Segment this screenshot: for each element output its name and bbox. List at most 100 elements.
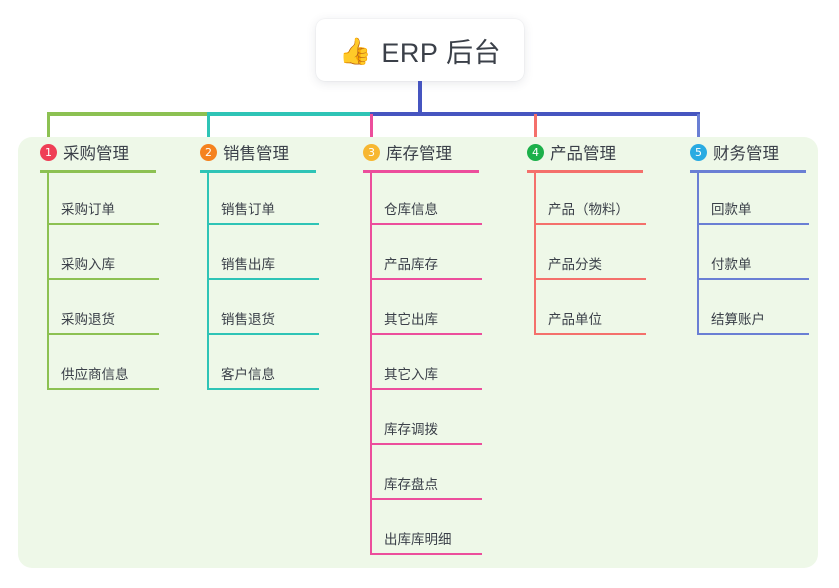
menu-item-label: 采购退货 (61, 312, 115, 327)
column-title: 销售管理 (223, 145, 289, 163)
column-header-rule (363, 170, 479, 173)
column-spine (207, 170, 209, 390)
menu-item[interactable]: 销售出库 (207, 225, 319, 280)
menu-item[interactable]: 仓库信息 (370, 170, 482, 225)
column-header-rule (200, 170, 316, 173)
menu-item-rule (207, 388, 319, 390)
menu-item-label: 付款单 (711, 257, 752, 272)
column-title: 财务管理 (713, 145, 779, 163)
menu-item-rule (207, 223, 319, 225)
menu-item[interactable]: 产品库存 (370, 225, 482, 280)
column-spine (47, 170, 49, 390)
menu-item[interactable]: 出库库明细 (370, 500, 482, 555)
connector-segment-teal (207, 112, 373, 116)
connector-segment-green (47, 112, 210, 116)
menu-item-rule (370, 498, 482, 500)
menu-item-rule (47, 388, 159, 390)
menu-item-rule (47, 333, 159, 335)
menu-item[interactable]: 采购退货 (47, 280, 159, 335)
menu-item-rule (47, 223, 159, 225)
menu-item-rule (370, 443, 482, 445)
column-title: 产品管理 (550, 145, 616, 163)
column-title: 库存管理 (386, 145, 452, 163)
menu-item-label: 产品库存 (384, 257, 438, 272)
menu-item[interactable]: 供应商信息 (47, 335, 159, 390)
menu-item-label: 产品（物料） (548, 202, 629, 217)
menu-item-rule (370, 278, 482, 280)
connector-drop-1 (47, 114, 50, 142)
menu-item-rule (370, 333, 482, 335)
menu-item-rule (370, 223, 482, 225)
menu-item-label: 客户信息 (221, 367, 275, 382)
menu-item-label: 库存调拨 (384, 422, 438, 437)
menu-item-rule (697, 278, 809, 280)
column-number-badge: 4 (527, 143, 544, 161)
column-number-badge: 2 (200, 143, 217, 161)
menu-item-label: 采购订单 (61, 202, 115, 217)
menu-item-label: 销售出库 (221, 257, 275, 272)
connector-drop-4 (534, 114, 537, 142)
menu-item-label: 产品分类 (548, 257, 602, 272)
menu-item-rule (370, 553, 482, 555)
menu-item-rule (47, 278, 159, 280)
column-header-rule (40, 170, 156, 173)
menu-item-rule (207, 278, 319, 280)
menu-item[interactable]: 销售订单 (207, 170, 319, 225)
menu-item-label: 出库库明细 (384, 532, 452, 547)
menu-item[interactable]: 其它入库 (370, 335, 482, 390)
menu-item[interactable]: 回款单 (697, 170, 809, 225)
menu-item[interactable]: 库存盘点 (370, 445, 482, 500)
root-title: ERP 后台 (381, 37, 501, 68)
menu-item-label: 采购入库 (61, 257, 115, 272)
menu-item-rule (534, 278, 646, 280)
root-node[interactable]: 👍 ERP 后台 (316, 19, 524, 81)
menu-item[interactable]: 付款单 (697, 225, 809, 280)
column-5: 5 财务管理回款单付款单结算账户 (690, 137, 839, 335)
menu-item[interactable]: 产品（物料） (534, 170, 646, 225)
column-number-badge: 5 (690, 143, 707, 161)
menu-item-rule (370, 388, 482, 390)
column-header-3[interactable]: 3 库存管理 (363, 137, 513, 167)
menu-item[interactable]: 采购订单 (47, 170, 159, 225)
column-number-badge: 1 (40, 143, 57, 161)
connector-drop-2 (207, 114, 210, 142)
menu-item-label: 产品单位 (548, 312, 602, 327)
menu-item-label: 库存盘点 (384, 477, 438, 492)
column-header-rule (690, 170, 806, 173)
column-4: 4 产品管理产品（物料） 产品分类产品单位 (527, 137, 677, 335)
menu-item[interactable]: 采购入库 (47, 225, 159, 280)
column-header-5[interactable]: 5 财务管理 (690, 137, 839, 167)
menu-item[interactable]: 销售退货 (207, 280, 319, 335)
menu-item-label: 销售订单 (221, 202, 275, 217)
menu-item-label: 销售退货 (221, 312, 275, 327)
menu-item-label: 仓库信息 (384, 202, 438, 217)
connector-drop-3 (370, 114, 373, 142)
menu-item-label: 供应商信息 (61, 367, 129, 382)
menu-item[interactable]: 库存调拨 (370, 390, 482, 445)
menu-item-label: 其它入库 (384, 367, 438, 382)
column-header-4[interactable]: 4 产品管理 (527, 137, 677, 167)
menu-item-rule (697, 333, 809, 335)
menu-item[interactable]: 产品分类 (534, 225, 646, 280)
column-spine (534, 170, 536, 335)
menu-item[interactable]: 其它出库 (370, 280, 482, 335)
menu-item-label: 结算账户 (711, 312, 765, 327)
connector-drop-5 (697, 114, 700, 142)
menu-item-rule (534, 223, 646, 225)
column-header-2[interactable]: 2 销售管理 (200, 137, 350, 167)
column-2: 2 销售管理销售订单销售出库销售退货客户信息 (200, 137, 350, 390)
column-number-badge: 3 (363, 143, 380, 161)
menu-item[interactable]: 结算账户 (697, 280, 809, 335)
column-spine (697, 170, 699, 335)
menu-item[interactable]: 产品单位 (534, 280, 646, 335)
column-3: 3 库存管理仓库信息产品库存其它出库其它入库库存调拨库存盘点出库库明细 (363, 137, 513, 555)
menu-item-label: 其它出库 (384, 312, 438, 327)
column-spine (370, 170, 372, 555)
menu-item-rule (207, 333, 319, 335)
menu-item[interactable]: 客户信息 (207, 335, 319, 390)
thumbs-up-icon: 👍 (339, 36, 372, 66)
menu-item-rule (534, 333, 646, 335)
